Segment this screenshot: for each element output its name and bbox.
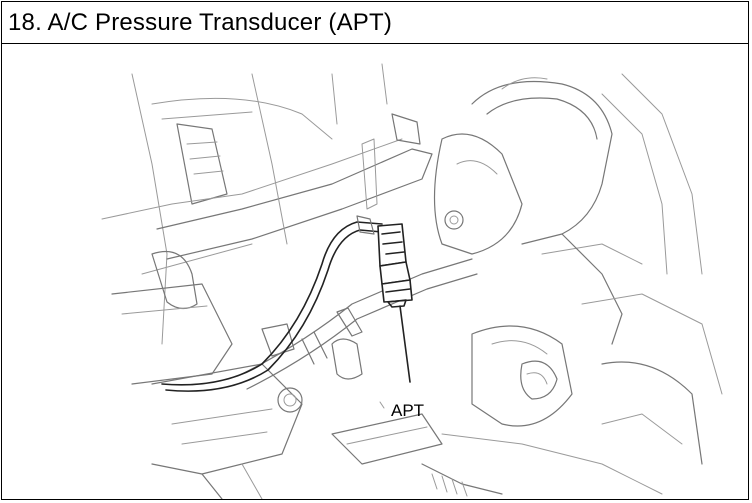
apt-callout: APT [379,305,424,420]
refrigerant-line [241,258,478,390]
apt-sensor [377,223,413,308]
title-bar: 18. A/C Pressure Transducer (APT) [2,2,748,44]
figure-title: 18. A/C Pressure Transducer (APT) [8,9,393,36]
callout-tick [379,401,385,409]
lower-right-components [421,293,723,497]
apt-callout-label: APT [391,401,424,420]
background-structure [101,63,433,345]
lower-left-components [111,283,443,499]
engine-bay-illustration: APT [101,63,723,499]
callout-leader-line [399,305,411,383]
wiring-harness [161,215,383,392]
engine-bay-drawing: APT [2,44,748,499]
air-intake-assembly [433,73,703,345]
